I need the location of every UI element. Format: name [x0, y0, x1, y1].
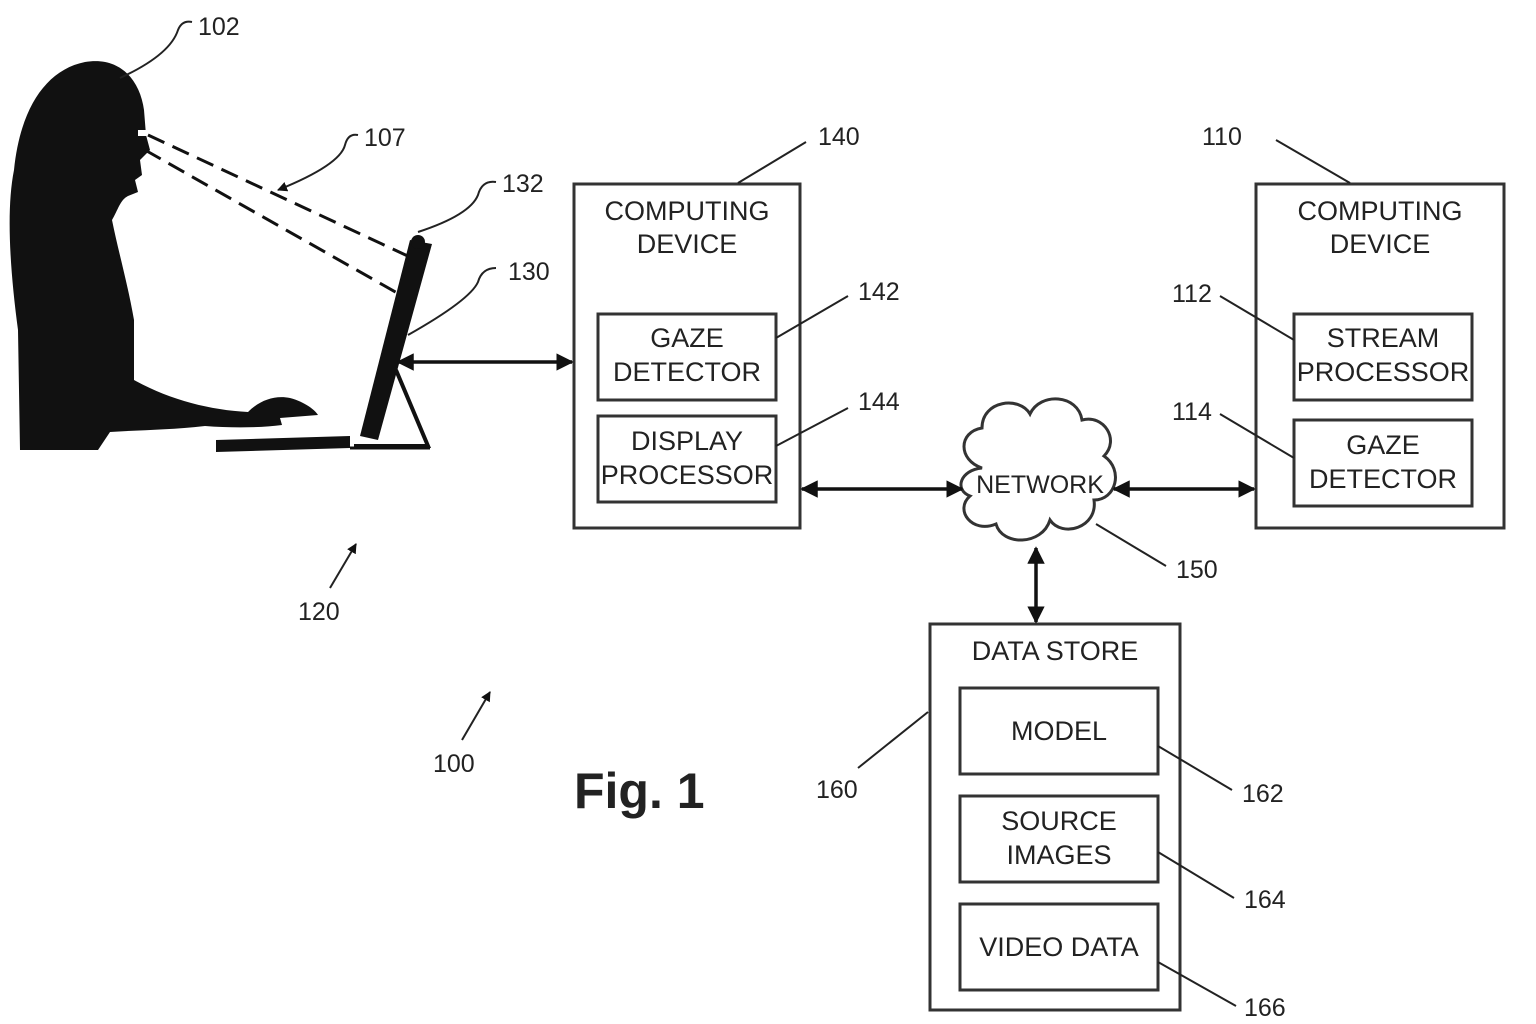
server-device-title-line1: COMPUTING — [1298, 196, 1463, 226]
ref-140: 140 — [818, 123, 860, 151]
ref-112: 112 — [1172, 280, 1212, 308]
ref-100: 100 — [433, 750, 475, 778]
local-computing-device-box: COMPUTING DEVICE GAZE DETECTOR DISPLAY P… — [572, 182, 802, 530]
ref-120: 120 — [298, 598, 340, 626]
leader-110 — [1275, 139, 1351, 184]
ref-166: 166 — [1244, 994, 1286, 1022]
stream-processor-box — [1292, 312, 1474, 402]
stream-processor-line1: STREAM — [1327, 323, 1440, 353]
ref-144: 144 — [858, 388, 900, 416]
user-silhouette — [9, 61, 350, 452]
leader-144 — [775, 407, 849, 447]
leader-130 — [407, 267, 497, 336]
ref-102: 102 — [198, 13, 240, 41]
leader-162 — [1157, 745, 1233, 791]
ref-110: 110 — [1202, 123, 1242, 151]
leader-166 — [1157, 961, 1237, 1007]
source-images-line2: IMAGES — [1006, 840, 1111, 870]
ref-130: 130 — [508, 258, 550, 286]
stream-processor-line2: PROCESSOR — [1297, 357, 1470, 387]
ref-142: 142 — [858, 278, 900, 306]
ref-162: 162 — [1242, 780, 1284, 808]
leader-164 — [1157, 851, 1235, 899]
leader-107 — [277, 133, 359, 192]
ref-132: 132 — [502, 170, 544, 198]
leader-120 — [329, 543, 357, 589]
data-store-title: DATA STORE — [972, 636, 1139, 666]
display-processor-line2: PROCESSOR — [601, 460, 774, 490]
video-data-label: VIDEO DATA — [979, 932, 1139, 962]
leader-100 — [461, 691, 491, 741]
local-gaze-detector-line1: GAZE — [650, 323, 724, 353]
server-computing-device-box: COMPUTING DEVICE STREAM PROCESSOR GAZE D… — [1254, 182, 1506, 530]
source-images-box — [958, 794, 1160, 884]
ref-164: 164 — [1244, 886, 1286, 914]
leader-132 — [417, 180, 497, 233]
leader-160 — [857, 711, 929, 769]
leader-150 — [1095, 523, 1167, 567]
leader-140 — [737, 141, 807, 184]
network-cloud: NETWORK — [959, 397, 1117, 542]
local-device-title-line1: COMPUTING — [605, 196, 770, 226]
display-processor-line1: DISPLAY — [631, 426, 743, 456]
local-gaze-detector-line2: DETECTOR — [613, 357, 761, 387]
leader-114 — [1219, 413, 1295, 459]
server-gaze-detector-box — [1292, 418, 1474, 508]
model-box — [958, 686, 1160, 776]
server-gaze-detector-line2: DETECTOR — [1309, 464, 1457, 494]
server-device-title-line2: DEVICE — [1330, 229, 1431, 259]
leader-142 — [775, 295, 849, 339]
display-processor-box — [596, 414, 778, 504]
local-device-title-line2: DEVICE — [637, 229, 738, 259]
ref-107: 107 — [364, 124, 406, 152]
local-gaze-detector-box — [596, 312, 778, 402]
server-gaze-detector-line1: GAZE — [1346, 430, 1420, 460]
model-label: MODEL — [1011, 716, 1107, 746]
source-images-line1: SOURCE — [1001, 806, 1117, 836]
gaze-lines — [144, 133, 413, 300]
video-data-box — [958, 902, 1160, 992]
display-monitor — [350, 235, 432, 450]
ref-150: 150 — [1176, 556, 1218, 584]
network-label: NETWORK — [976, 471, 1104, 499]
ref-160: 160 — [816, 776, 858, 804]
figure-title: Fig. 1 — [574, 763, 705, 819]
leader-102 — [119, 20, 193, 79]
data-store-box: DATA STORE MODEL SOURCE IMAGES VIDEO DAT… — [928, 622, 1182, 1012]
ref-114: 114 — [1172, 398, 1212, 426]
leader-112 — [1219, 295, 1295, 341]
